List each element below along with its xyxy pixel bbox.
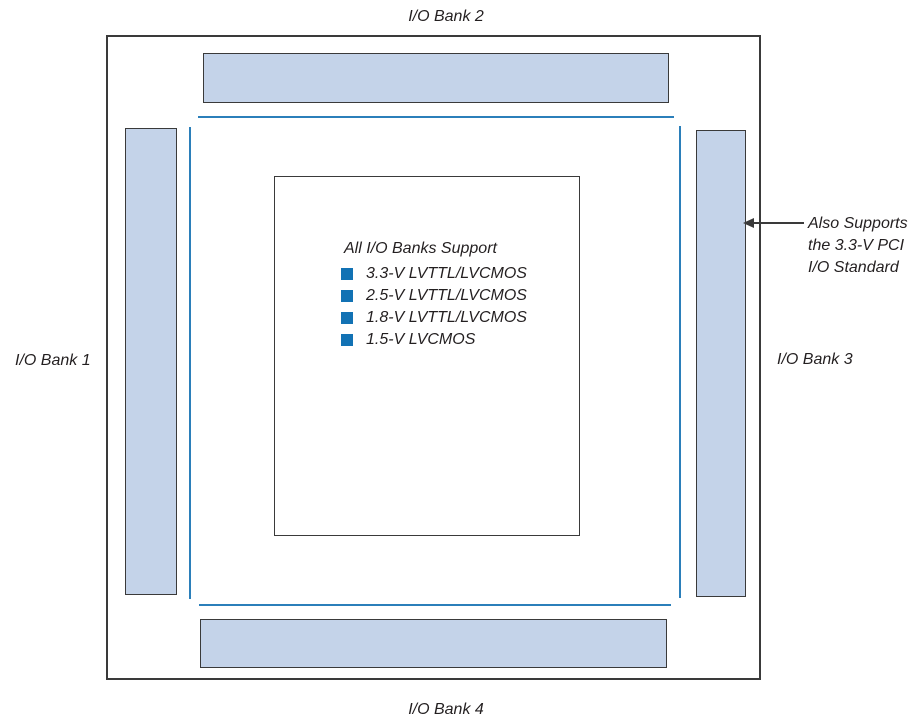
bullet-square-icon [341,290,353,302]
label-io-bank-3: I/O Bank 3 [777,351,853,368]
list-item: 1.8-V LVTTL/LVCMOS [341,307,527,329]
arrowhead-left-icon [743,218,754,228]
annotation-line: I/O Standard [808,259,899,276]
annotation-line: Also Supports [808,215,908,232]
io-standard-label: 1.5-V LVCMOS [366,331,476,348]
annotation-pci-note: Also Supports the 3.3-V PCI I/O Standard [808,213,908,279]
core-title: All I/O Banks Support [344,240,497,257]
annotation-arrow-line [752,222,804,224]
core-boundary-line-left [189,127,191,599]
list-item: 1.5-V LVCMOS [341,329,527,351]
annotation-line: the 3.3-V PCI [808,237,905,254]
io-bank-3-block [696,130,746,597]
io-standard-label: 3.3-V LVTTL/LVCMOS [366,265,527,282]
bullet-square-icon [341,312,353,324]
label-io-bank-4: I/O Bank 4 [408,701,484,718]
core-boundary-line-right [679,126,681,598]
bullet-square-icon [341,334,353,346]
io-standard-label: 2.5-V LVTTL/LVCMOS [366,287,527,304]
label-io-bank-1: I/O Bank 1 [15,352,91,369]
core-support-list: All I/O Banks Support 3.3-V LVTTL/LVCMOS… [341,240,527,351]
io-bank-1-block [125,128,177,595]
io-standard-label: 1.8-V LVTTL/LVCMOS [366,309,527,326]
list-item: 3.3-V LVTTL/LVCMOS [341,263,527,285]
list-item: 2.5-V LVTTL/LVCMOS [341,285,527,307]
io-bank-4-block [200,619,667,668]
core-region [274,176,580,536]
io-bank-2-block [203,53,669,103]
bullet-square-icon [341,268,353,280]
label-io-bank-2: I/O Bank 2 [408,8,484,25]
core-boundary-line-bottom [199,604,671,606]
core-boundary-line-top [198,116,674,118]
